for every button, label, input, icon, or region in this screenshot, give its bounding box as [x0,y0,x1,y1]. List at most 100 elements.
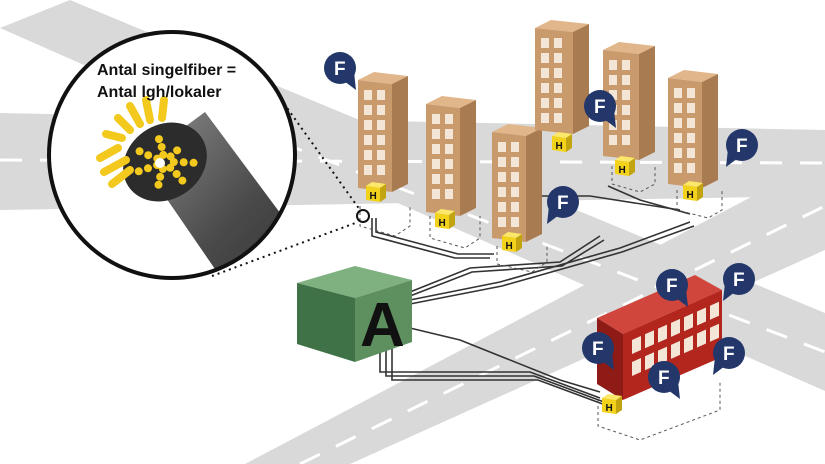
building-window [432,189,440,199]
building-window [687,103,695,113]
building-window [511,142,519,152]
callout-target [356,209,370,223]
junction-box-top [615,156,635,162]
junction-box-icon: H [502,232,522,252]
building-window [498,202,506,212]
building-window [554,53,562,63]
cable-route [409,221,691,301]
junction-box-top [435,209,455,215]
fiber-pin-icon: F [723,263,755,301]
building-roof [492,124,542,136]
building-window [377,90,385,100]
building-window [541,113,549,123]
red-building-roof [597,275,722,334]
building-window [622,60,630,70]
building-window [541,53,549,63]
building-window [674,103,682,113]
junction-box-top [602,394,622,400]
fiber-ends [134,135,198,189]
fiber-pin-icon: F [582,332,614,370]
building-window [554,113,562,123]
fiber-cable-routes [371,185,695,407]
building-window [541,68,549,78]
building-window [511,157,519,167]
junction-box-top [552,132,572,138]
building-front [492,132,526,242]
fiber-strand [102,130,126,142]
junction-box-icon: H [366,182,386,202]
building-window [364,165,372,175]
fiber-end [189,158,198,167]
junction-box-side [449,211,455,229]
building-footprints [359,166,723,441]
central-box-front [355,280,412,362]
building-window [377,150,385,160]
fiber-pin-icon: F [324,52,356,90]
cable-route [409,327,601,393]
red-building-window [632,358,641,376]
red-building-window [645,330,654,349]
building-side [526,128,542,242]
red-building-window [671,340,680,359]
junction-box-top [502,232,522,238]
building-window [364,120,372,130]
building-window [609,90,617,100]
apartment-building [535,20,589,134]
building-window [364,135,372,145]
pin-label: F [594,97,606,118]
building-roof [426,96,476,108]
junction-box-top [683,181,703,187]
building-window [554,83,562,93]
junction-box-side [629,158,635,176]
fiber-strands [96,96,168,188]
red-building-window [671,318,680,337]
road-cross [245,158,825,464]
junction-box-label: H [370,191,377,202]
red-building-windows [632,301,719,376]
cable-route [375,218,494,255]
callout-line-1: Antal singelfiber = [97,62,236,79]
red-building-window [710,323,719,342]
pin-bubble [656,269,688,301]
junction-box-front [602,398,616,414]
building-side [702,74,718,188]
building-window [445,114,453,124]
junction-box-label: H [687,190,694,201]
building-window [622,135,630,145]
building-window [511,172,519,182]
building-window [445,129,453,139]
junction-box-icon: H [615,156,635,176]
building-window [445,144,453,154]
fiber-strand [100,156,130,176]
cable-route [371,218,490,259]
pin-bubble [713,337,745,369]
footprint [676,190,723,219]
red-building-window [697,329,706,348]
apartment-buildings [358,20,718,242]
cable-route [409,235,601,293]
pin-label: F [334,59,346,80]
junction-box-front [502,236,516,252]
cable-route [607,185,691,215]
building-window [498,157,506,167]
apartment-building [358,72,408,192]
building-window [687,118,695,128]
junction-box-side [616,396,622,414]
central-box-top [297,266,412,298]
footprint [429,216,481,249]
building-window [364,105,372,115]
building-window [498,217,506,227]
fiber-end [166,152,175,161]
building-roof [358,72,408,84]
junction-box-label: H [619,165,626,176]
callout-line-2: Antal lgh/lokaler [97,84,221,101]
fiber-end [154,180,163,189]
building-window [674,88,682,98]
junction-box-label: H [606,403,613,414]
fiber-strand [108,166,134,188]
building-window [609,135,617,145]
building-window [674,118,682,128]
